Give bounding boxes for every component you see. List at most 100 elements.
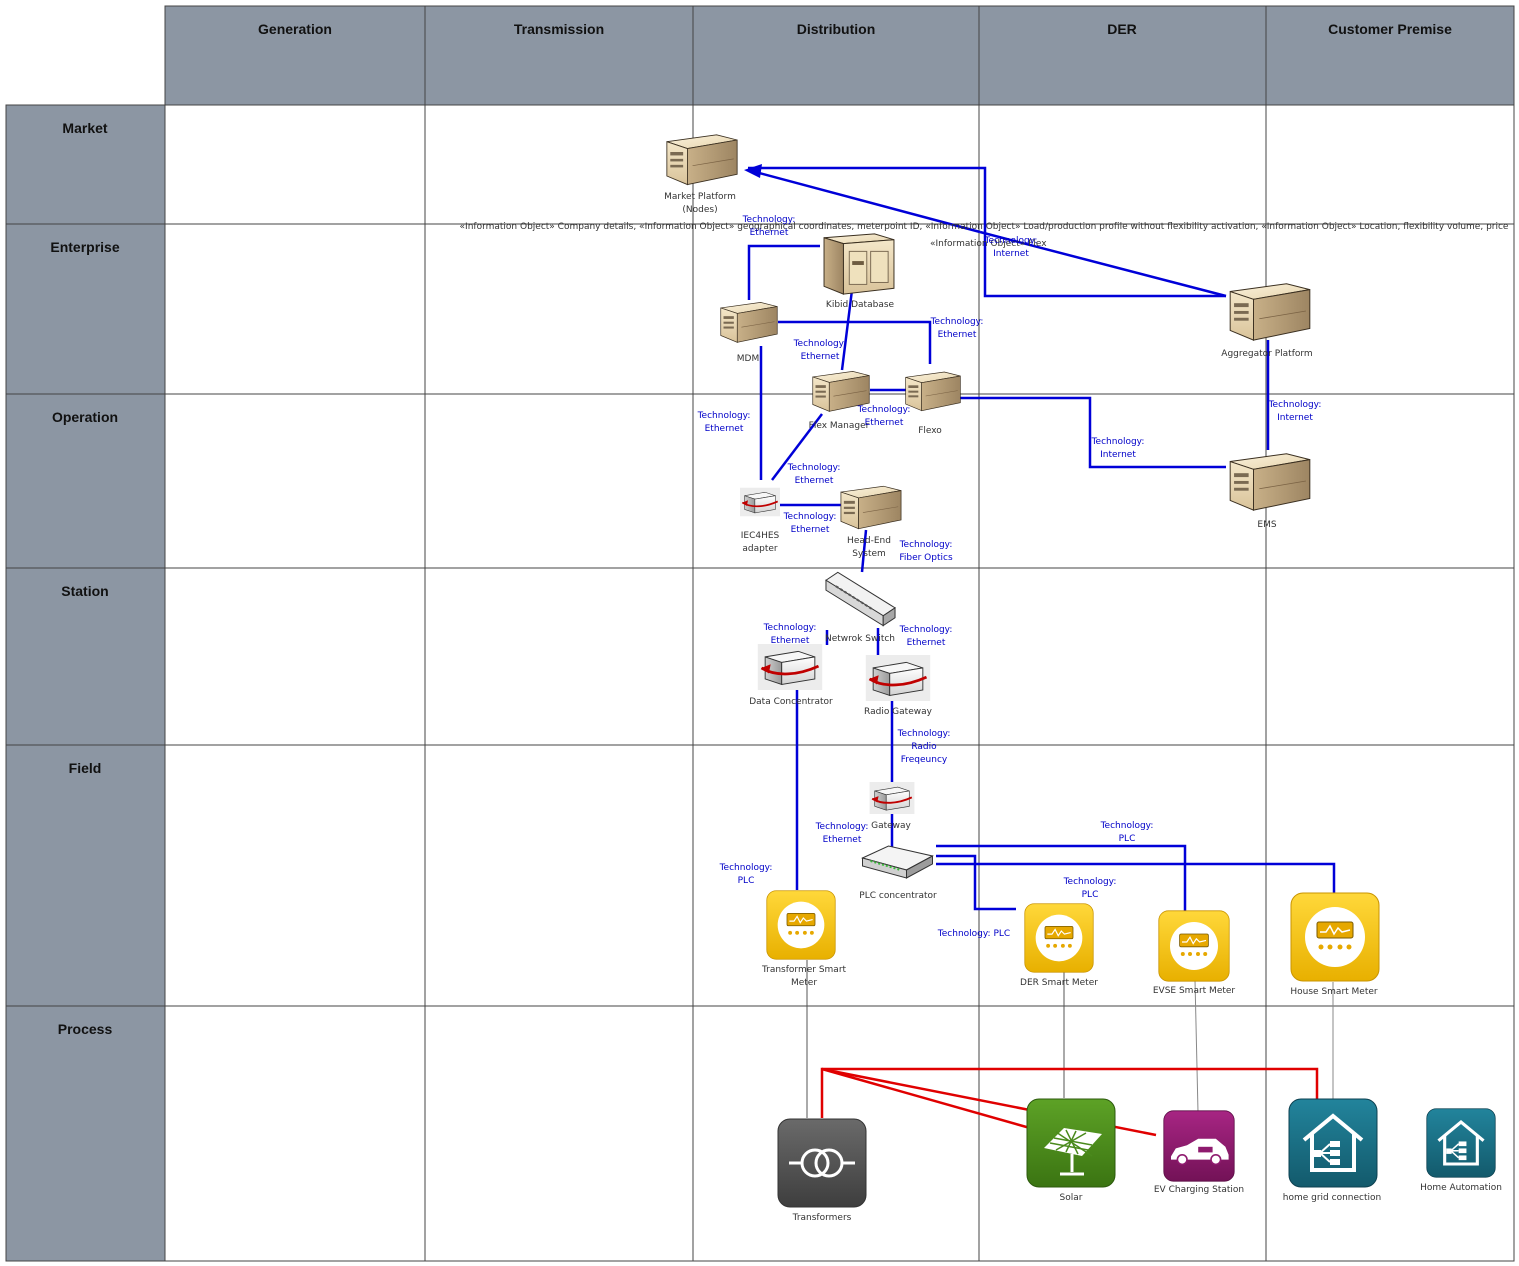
tech-label-line: Technology:: [697, 411, 751, 421]
information-objects: «Information Object» Company details, «I…: [460, 222, 1509, 249]
tech-label-line: Technology:: [742, 215, 796, 225]
smart-meter-icon: [1290, 892, 1380, 982]
smart-meter-icon: [1158, 910, 1230, 982]
link-market-kibid: [747, 168, 981, 234]
tech-label-line: Technology:: [1268, 400, 1322, 410]
tech-label-line: Fiber Optics: [899, 553, 953, 563]
home-automation[interactable]: Home Automation: [1420, 1108, 1502, 1193]
flexo[interactable]: Flexo: [905, 371, 961, 436]
row-headers: Market Enterprise Operation Station Fiel…: [50, 120, 119, 1037]
tech-label-line: Ethernet: [705, 424, 744, 434]
solar[interactable]: Solar: [1026, 1098, 1116, 1203]
database-icon: [823, 233, 895, 295]
gateway-icon: [868, 782, 916, 814]
ems-label: EMS: [1257, 520, 1276, 530]
tech-label-line: Ethernet: [823, 835, 862, 845]
aggregator-platform[interactable]: Aggregator Platform: [1221, 283, 1313, 359]
tech-label-headend-ethernet: Technology:Ethernet: [783, 512, 837, 535]
transformer-smart-meter-label-line1: Transformer Smart: [761, 965, 847, 975]
data-concentrator[interactable]: Data Concentrator: [749, 644, 833, 707]
link-flexmanager-adapter: [771, 413, 823, 481]
tech-label-line: Ethernet: [907, 638, 946, 648]
ems[interactable]: EMS: [1229, 453, 1311, 530]
head-end-system-label-line1: Head-End: [847, 536, 891, 546]
tech-label-house-plc: Technology: PLC: [1063, 877, 1117, 900]
tech-label-line: Internet: [1277, 413, 1313, 423]
data-concentrator-label: Data Concentrator: [749, 697, 833, 707]
head-end-system-label-line2: System: [852, 549, 886, 559]
solar-panel-icon: [1026, 1098, 1116, 1188]
network-switch[interactable]: Netwrok Switch: [824, 571, 897, 644]
tech-label-kibid-ethernet: Technology:Ethernet: [793, 339, 847, 362]
adapter-icon: [740, 486, 780, 518]
tech-label-line: Technology:: [1100, 821, 1154, 831]
tech-label-line: Technology:: [783, 512, 837, 522]
tech-label-flexo-ethernet: Technology:Ethernet: [930, 317, 984, 340]
row-header-operation: Operation: [52, 409, 118, 425]
tech-label-market-ethernet: Technology: Ethernet: [742, 215, 796, 238]
gateway-icon: [864, 655, 932, 701]
market-platform-label-line1: Market Platform: [664, 192, 736, 202]
der-smart-meter[interactable]: DER Smart Meter: [1020, 903, 1098, 988]
tech-label-line: PLC: [738, 876, 755, 886]
tech-label-ems-internet: Technology:Internet: [1091, 437, 1145, 460]
tech-label-line: Ethernet: [750, 228, 789, 238]
transformer-smart-meter-label-line2: Meter: [791, 978, 817, 988]
row-header-station: Station: [61, 583, 108, 599]
tech-label-line: Technology:: [899, 625, 953, 635]
smart-meter-icon: [1024, 903, 1094, 973]
home-grid-connection[interactable]: home grid connection: [1283, 1098, 1381, 1203]
link-flexo-ems: [958, 396, 1226, 469]
iec4hes-adapter-label-line2: adapter: [742, 544, 778, 554]
iec4hes-adapter[interactable]: IEC4HES adapter: [740, 486, 780, 554]
info-object-main: «Information Object» Company details, «I…: [460, 222, 1509, 232]
plc-concentrator[interactable]: PLC concentrator: [859, 844, 937, 901]
tech-label-line: Technology:: [815, 822, 869, 832]
column-header-transmission: Transmission: [514, 21, 604, 37]
tech-label-line: Ethernet: [801, 352, 840, 362]
home-automation-label: Home Automation: [1420, 1183, 1502, 1193]
tech-label-line: Technology:: [857, 405, 911, 415]
tech-label-mdm-ethernet: Technology: Ethernet: [697, 411, 751, 434]
ev-charging-station-label: EV Charging Station: [1154, 1185, 1244, 1195]
solar-label: Solar: [1060, 1193, 1083, 1203]
tech-label-line: Technology:: [899, 540, 953, 550]
tech-label-der-plc: Technology: PLC: [937, 929, 1010, 939]
tech-label-line: PLC: [1082, 890, 1099, 900]
home-grid-connection-label: home grid connection: [1283, 1193, 1381, 1203]
mdm[interactable]: MDM: [720, 302, 778, 364]
technology-labels: Technology:Ethernet Technology:Internet …: [697, 215, 1322, 939]
radio-gateway[interactable]: Radio Gateway: [864, 655, 933, 717]
column-header-customer-premise: Customer Premise: [1328, 21, 1452, 37]
mdm-label: MDM: [737, 354, 759, 364]
tech-label-line: Technology:: [930, 317, 984, 327]
row-header-process: Process: [58, 1021, 113, 1037]
tech-label-line: Ethernet: [771, 636, 810, 646]
plc-concentrator-label: PLC concentrator: [859, 891, 937, 901]
market-platform[interactable]: Market Platform (Nodes): [664, 134, 738, 215]
smart-meter-icon: [766, 890, 836, 960]
house-smart-meter[interactable]: House Smart Meter: [1290, 892, 1380, 997]
tech-label-line: Radio: [911, 742, 937, 752]
tech-label-line: Technology:: [1063, 877, 1117, 887]
tech-label-gateway-ethernet: Technology: Ethernet: [815, 822, 869, 845]
house-icon: [1424, 1108, 1498, 1178]
tech-label-line: PLC: [1119, 834, 1136, 844]
link-kibid-flexmanager: [840, 289, 854, 371]
gateway[interactable]: Gateway: [868, 782, 916, 831]
tech-label-line: Ethernet: [795, 476, 834, 486]
head-end-system[interactable]: Head-End System: [840, 485, 902, 559]
ev-charging-station[interactable]: EV Charging Station: [1154, 1110, 1244, 1195]
transformers[interactable]: Transformers: [777, 1118, 867, 1223]
kibid-database-label: Kibid Database: [826, 300, 895, 310]
column-header-generation: Generation: [258, 21, 332, 37]
link-mdm-kibid: [747, 244, 820, 300]
row-header-market: Market: [62, 120, 107, 136]
flex-manager[interactable]: Flex Manager: [809, 371, 870, 431]
iec4hes-adapter-label-line1: IEC4HES: [741, 531, 780, 541]
transformer-smart-meter[interactable]: Transformer Smart Meter: [761, 890, 847, 988]
evse-smart-meter[interactable]: EVSE Smart Meter: [1153, 910, 1236, 996]
kibid-database[interactable]: Kibid Database: [823, 233, 895, 310]
